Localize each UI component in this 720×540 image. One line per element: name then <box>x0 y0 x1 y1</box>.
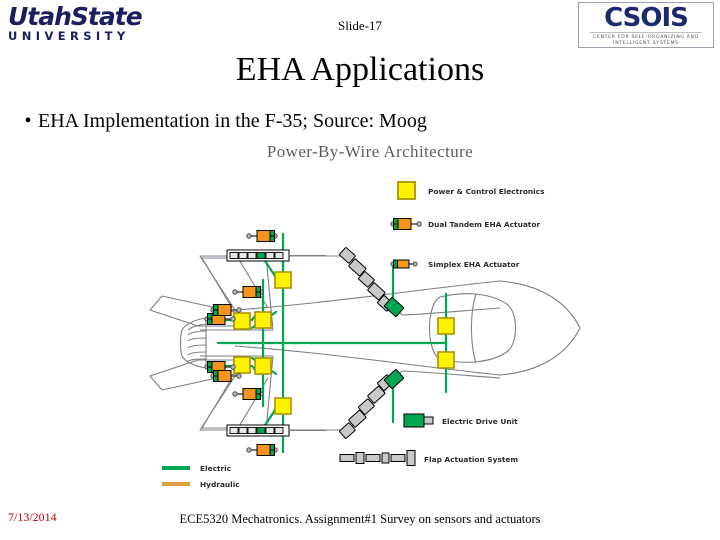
aircraft-architecture-illustration: Power & Control Electronics Dual Tandem … <box>149 181 581 489</box>
csois-logo-mark: CSOIS <box>604 3 689 33</box>
usu-logo-name: UtahState <box>8 2 143 31</box>
csois-logo: CSOIS CENTER FOR SELF-ORGANIZING AND INT… <box>578 2 714 48</box>
legend-label-simplex-eha-actuator: Simplex EHA Actuator <box>428 260 520 269</box>
legend-power-control-electronics: Power & Control Electronics <box>397 181 545 200</box>
bullet-item-text: EHA Implementation in the F-35; Source: … <box>38 110 427 132</box>
legend-electric-line: Electric <box>162 464 231 473</box>
power-by-wire-diagram: Power-By-Wire Architecture <box>140 142 600 492</box>
legend-flap-actuation-system: Flap Actuation System <box>339 450 518 466</box>
csois-logo-subtitle: CENTER FOR SELF-ORGANIZING AND INTELLIGE… <box>590 32 702 47</box>
flap-chain-upper <box>339 247 405 317</box>
footer-course-text: ECE5320 Mechatronics. Assignment#1 Surve… <box>179 512 541 526</box>
page-title: EHA Applications <box>235 51 485 88</box>
legend-label-electric-drive-unit: Electric Drive Unit <box>442 417 518 426</box>
legend-electric-drive-unit: Electric Drive Unit <box>403 413 518 428</box>
footer-date: 7/13/2014 <box>8 510 57 524</box>
utah-state-university-logo: UtahState UNIVERSITY <box>8 4 158 48</box>
slide-number-label: Slide-17 <box>337 18 383 33</box>
legend-hydraulic-line: Hydraulic <box>162 480 240 489</box>
bullet-marker-icon: • <box>24 110 32 132</box>
legend-label-flap-actuation-system: Flap Actuation System <box>424 455 518 464</box>
legend-simplex-eha-actuator: Simplex EHA Actuator <box>390 259 520 269</box>
segmented-bar-upper <box>226 249 326 262</box>
legend-dual-tandem-eha-actuator: Dual Tandem EHA Actuator <box>389 217 540 231</box>
legend-label-hydraulic: Hydraulic <box>200 480 240 489</box>
legend-label-power-control-electronics: Power & Control Electronics <box>428 187 545 196</box>
diagram-title: Power-By-Wire Architecture <box>266 142 474 161</box>
segmented-bar-lower <box>226 424 326 437</box>
legend-label-electric: Electric <box>200 464 231 473</box>
bullet-list-item: • EHA Implementation in the F-35; Source… <box>18 108 678 134</box>
usu-logo-subtitle: UNIVERSITY <box>8 29 130 43</box>
flap-chain-lower <box>339 369 405 439</box>
legend-label-dual-tandem-eha-actuator: Dual Tandem EHA Actuator <box>428 220 540 229</box>
